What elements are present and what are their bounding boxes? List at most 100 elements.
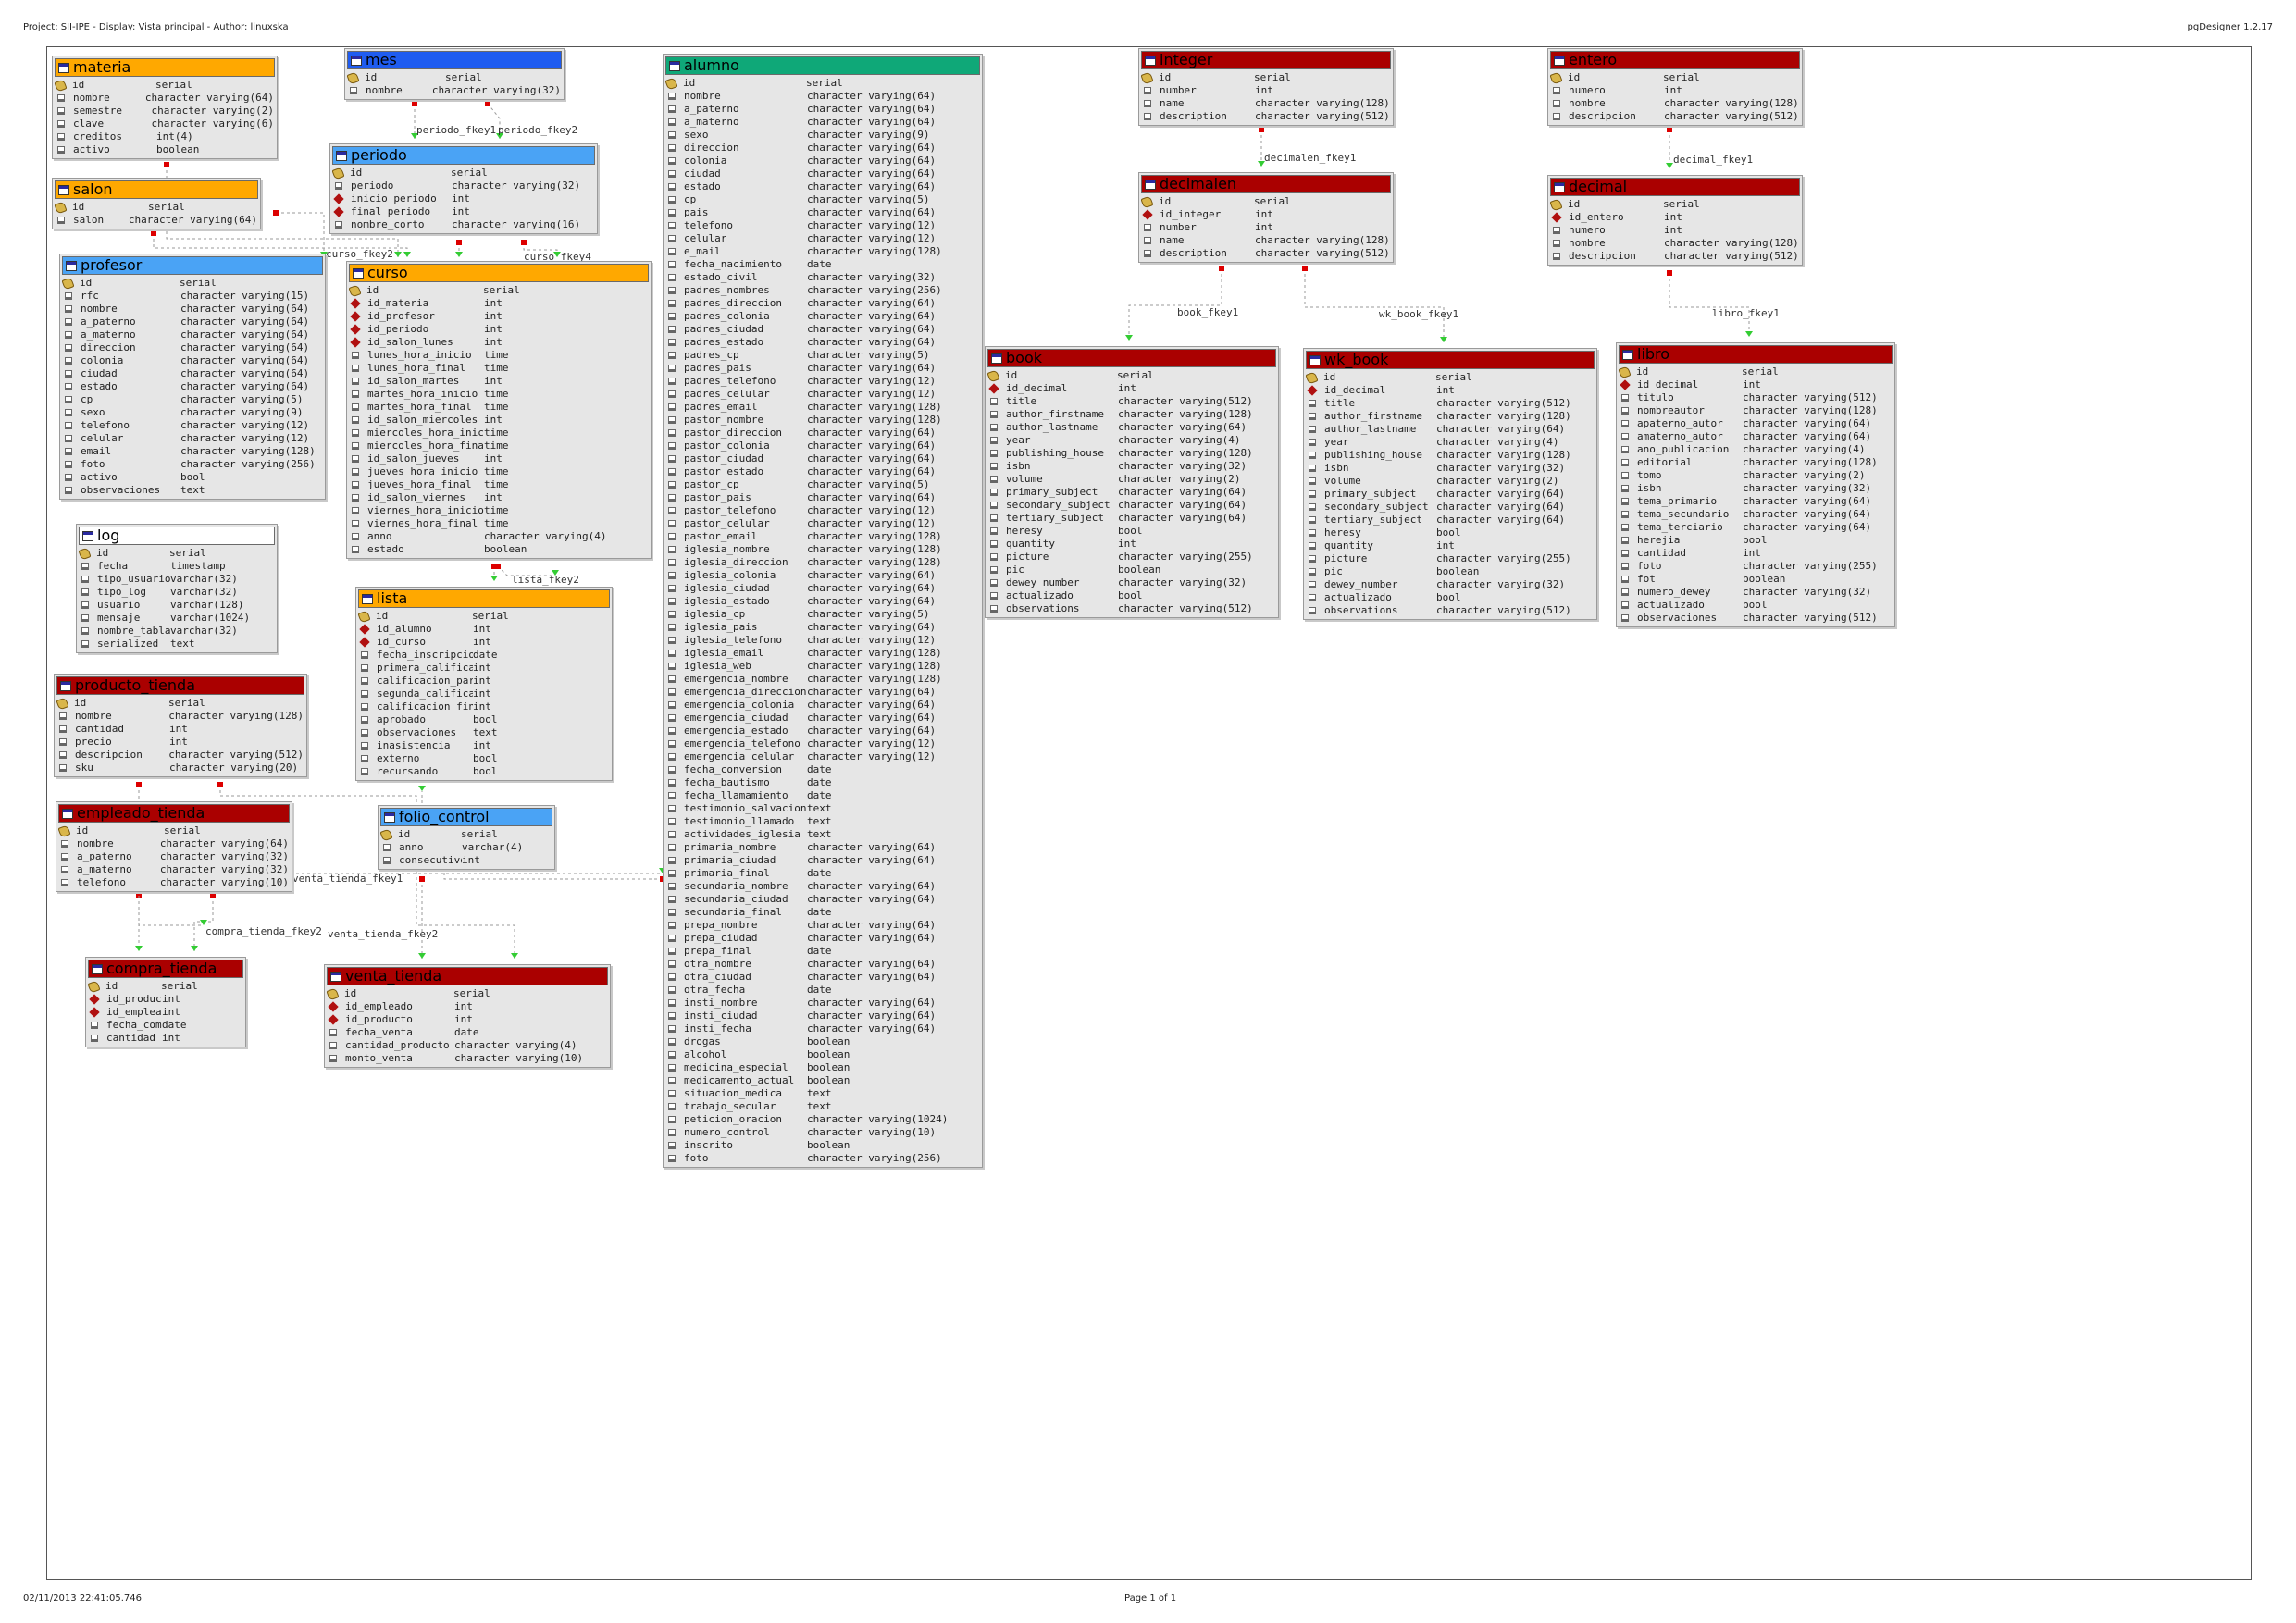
table-header[interactable]: decimal	[1550, 178, 1800, 196]
table-header[interactable]: profesor	[62, 256, 323, 275]
column-row[interactable]: calificacion_parcialint	[359, 675, 609, 688]
table-header[interactable]: book	[987, 349, 1276, 367]
table-header[interactable]: integer	[1141, 51, 1391, 69]
table-header[interactable]: libro	[1619, 345, 1893, 364]
table-header[interactable]: salon	[55, 180, 258, 199]
table-header[interactable]: compra_tienda	[88, 960, 243, 978]
table-header[interactable]: empleado_tienda	[58, 804, 290, 823]
column-row[interactable]: segunda_calificacion_examenint	[359, 688, 609, 700]
